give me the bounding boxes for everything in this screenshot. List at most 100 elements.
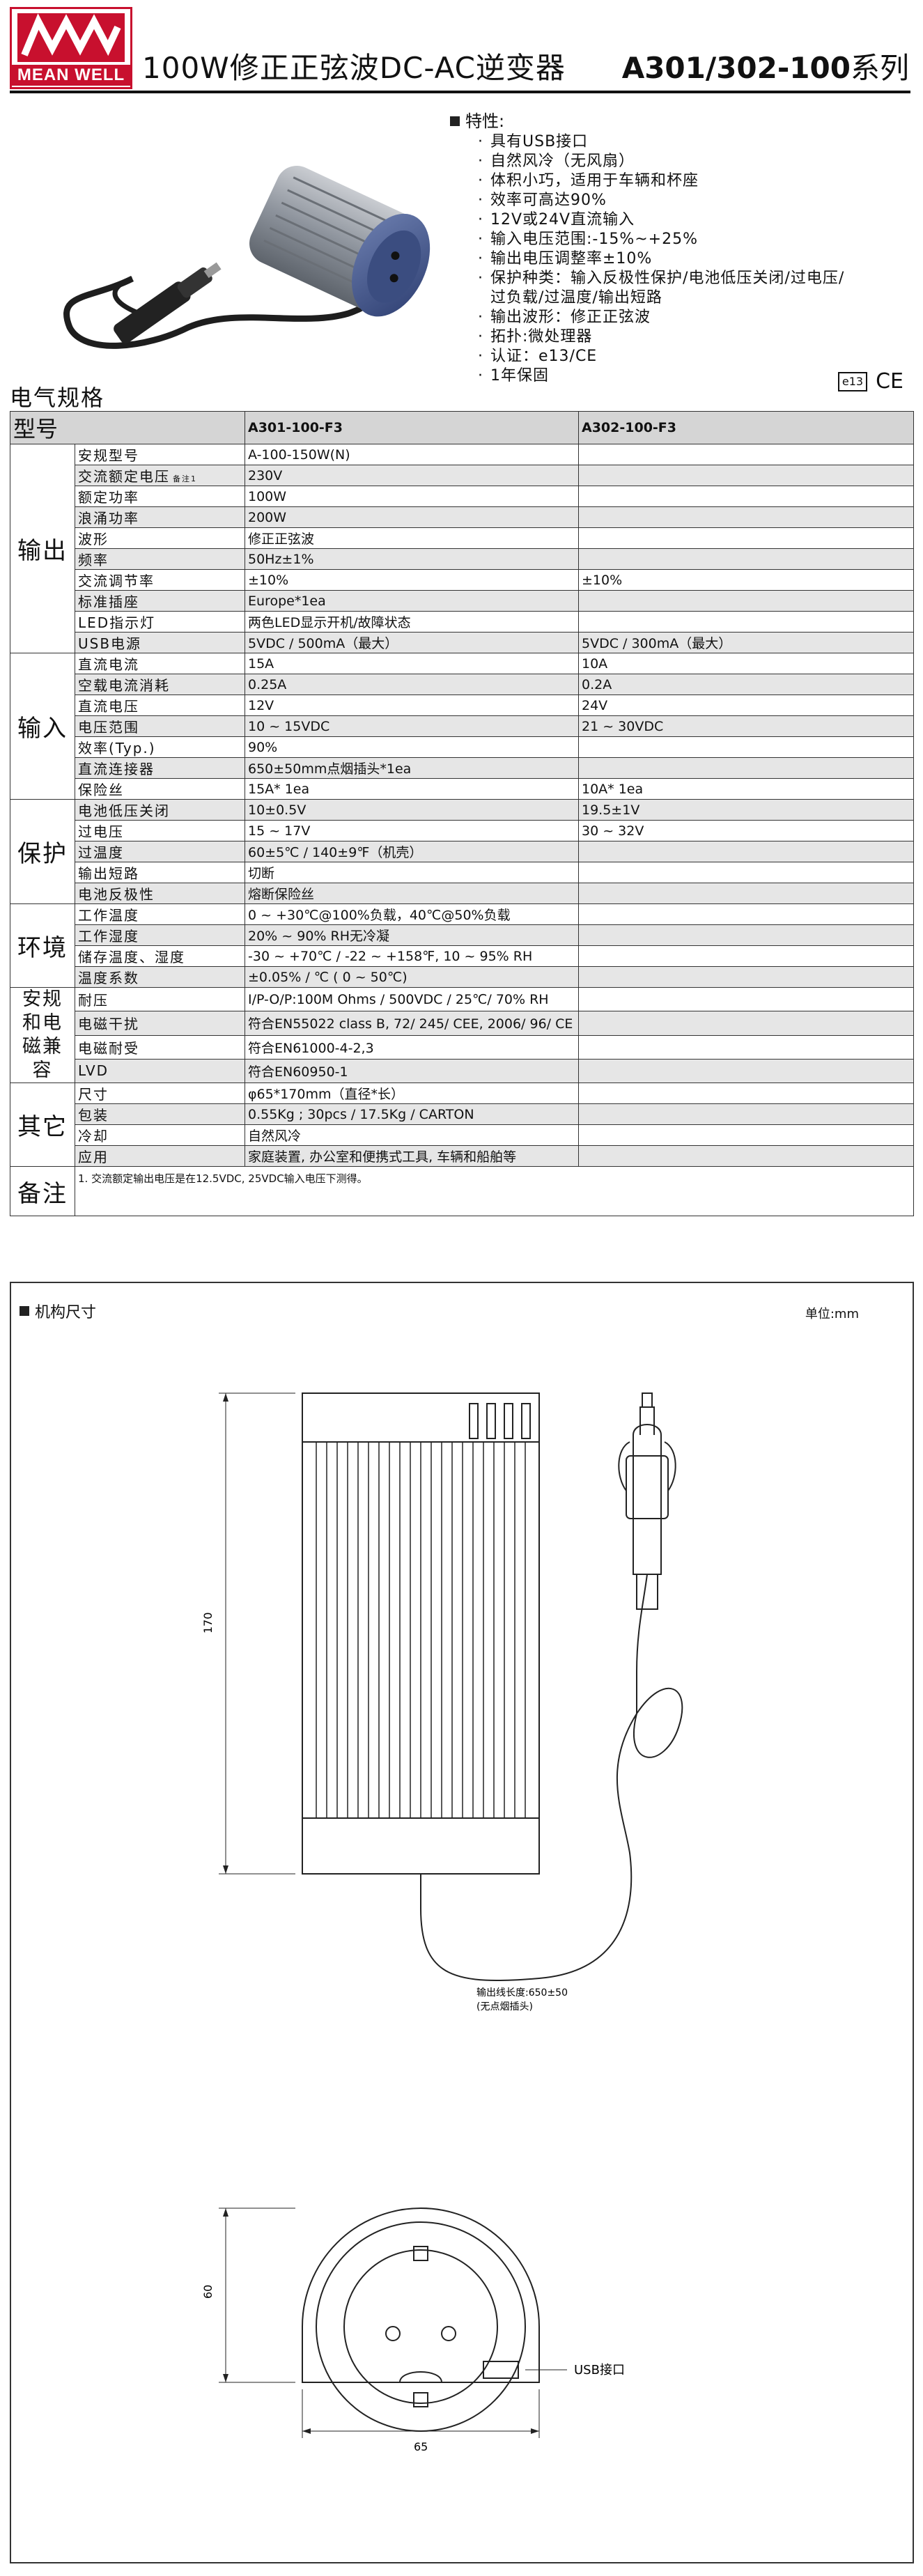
feature-item: 效率可高达90% xyxy=(478,191,844,210)
param-label: 过电压 xyxy=(78,823,124,840)
param-name: 效率(Typ.) xyxy=(75,736,245,758)
spec-value-col2 xyxy=(578,611,914,633)
spec-value: 230V xyxy=(245,465,579,486)
group-label: 输出 xyxy=(10,444,75,653)
spec-value-col2: 0.2A xyxy=(578,674,914,695)
param-name: 空载电流消耗 xyxy=(75,674,245,695)
spec-value: 0 ~ +30℃@100%负载，40℃@50%负载 xyxy=(245,903,579,925)
param-name: 过电压 xyxy=(75,820,245,841)
spec-value: 符合EN61000-4-2,3 xyxy=(245,1034,579,1060)
feature-item: 具有USB接口 xyxy=(478,132,844,152)
param-name: 电池反极性 xyxy=(75,883,245,904)
param-name: 温度系数 xyxy=(75,966,245,988)
spec-value-col2: 10A* 1ea xyxy=(578,778,914,800)
table-row: 效率(Typ.) 90% xyxy=(10,736,914,758)
param-name: 电压范围 xyxy=(75,715,245,737)
feature-item: 输出波形：修正正弦波 xyxy=(478,308,844,327)
spec-value: 熔断保险丝 xyxy=(245,883,579,904)
param-label: 额定功率 xyxy=(78,489,139,506)
spec-value: 0.25A xyxy=(245,674,579,695)
spec-value-col2 xyxy=(578,945,914,967)
param-name: 电磁干扰 xyxy=(75,1011,245,1036)
param-label: LED指示灯 xyxy=(78,614,156,631)
dim-width: 65 xyxy=(414,2440,428,2453)
spec-value-col2 xyxy=(578,1011,914,1036)
spec-value-col2 xyxy=(578,486,914,507)
param-name: 电池低压关闭 xyxy=(75,799,245,821)
features-heading: 特性: xyxy=(465,111,505,131)
spec-value-col2 xyxy=(578,1083,914,1104)
param-label: 空载电流消耗 xyxy=(78,677,170,694)
spec-value: 200W xyxy=(245,506,579,528)
param-label: 安规型号 xyxy=(78,447,139,464)
bullet-square-icon xyxy=(20,1306,29,1316)
param-name: 交流调节率 xyxy=(75,569,245,591)
param-name: 应用 xyxy=(75,1145,245,1167)
spec-value: 100W xyxy=(245,486,579,507)
spec-value: ±10% xyxy=(245,569,579,591)
spec-value: 5VDC / 500mA（最大） xyxy=(245,632,579,653)
param-label: 工作温度 xyxy=(78,907,139,924)
param-label: 储存温度、湿度 xyxy=(78,949,185,965)
spec-value: 10±0.5V xyxy=(245,799,579,821)
group-label: 备注 xyxy=(10,1166,75,1216)
spec-value-col2 xyxy=(578,548,914,570)
section-title-spec: 电气规格 xyxy=(10,385,105,411)
product-photo xyxy=(63,165,431,349)
spec-value-col2 xyxy=(578,841,914,862)
group-label: 其它 xyxy=(10,1083,75,1167)
param-name: 保险丝 xyxy=(75,778,245,800)
spec-value-col2 xyxy=(578,986,914,1012)
spec-value-col2: 5VDC / 300mA（最大） xyxy=(578,632,914,653)
group-label: 环境 xyxy=(10,903,75,988)
table-row: 电磁干扰符合EN55022 class B, 72/ 245/ CEE, 200… xyxy=(10,1011,914,1036)
spec-value: 自然风冷 xyxy=(245,1124,579,1146)
cable-length-label: 输出线长度:650±50 xyxy=(476,1987,568,1999)
table-row: 输出短路切断 xyxy=(10,862,914,883)
spec-value-col2: 30 ~ 32V xyxy=(578,820,914,841)
spec-value: 90% xyxy=(245,736,579,758)
features-list: 特性: 具有USB接口 自然风冷（无风扇） 体积小巧，适用于车辆和杯座 效率可高… xyxy=(450,111,844,386)
spec-value: ±0.05% / ℃ ( 0 ~ 50℃) xyxy=(245,966,579,988)
param-label: 输出短路 xyxy=(78,865,139,882)
param-name: 电磁耐受 xyxy=(75,1034,245,1060)
spec-value: 650±50mm点烟插头*1ea xyxy=(245,757,579,779)
e13-mark: e13 xyxy=(837,371,868,391)
feature-item: 体积小巧，适用于车辆和杯座 xyxy=(478,171,844,191)
param-name: 工作温度 xyxy=(75,903,245,925)
param-name: 输出短路 xyxy=(75,862,245,883)
spec-value: Europe*1ea xyxy=(245,590,579,612)
param-label: 保险丝 xyxy=(78,782,124,798)
spec-value: -30 ~ +70℃ / -22 ~ +158℉, 10 ~ 95% RH xyxy=(245,945,579,967)
param-label: 耐压 xyxy=(78,992,109,1009)
feature-item: 认证：e13/CE xyxy=(478,347,844,366)
param-name: LED指示灯 xyxy=(75,611,245,633)
param-name: 直流连接器 xyxy=(75,757,245,779)
param-name: 冷却 xyxy=(75,1124,245,1146)
param-name: 直流电压 xyxy=(75,695,245,716)
feature-item: 1年保固 xyxy=(478,366,844,386)
table-row: 温度系数±0.05% / ℃ ( 0 ~ 50℃) xyxy=(10,966,914,988)
feature-item: 输出电压调整率±10% xyxy=(478,249,844,269)
spec-value: I/P-O/P:100M Ohms / 500VDC / 25℃/ 70% RH xyxy=(245,986,579,1012)
param-name: 耐压 xyxy=(75,986,245,1012)
mechanical-drawing-frame xyxy=(10,1282,914,2563)
param-label: 直流电流 xyxy=(78,656,139,673)
dim-length: 170 xyxy=(201,1612,215,1634)
param-label: 效率(Typ.) xyxy=(78,740,156,756)
spec-value-col2 xyxy=(578,1034,914,1060)
spec-value: 15 ~ 17V xyxy=(245,820,579,841)
param-label: 尺寸 xyxy=(78,1086,109,1103)
spec-value-col2 xyxy=(578,506,914,528)
